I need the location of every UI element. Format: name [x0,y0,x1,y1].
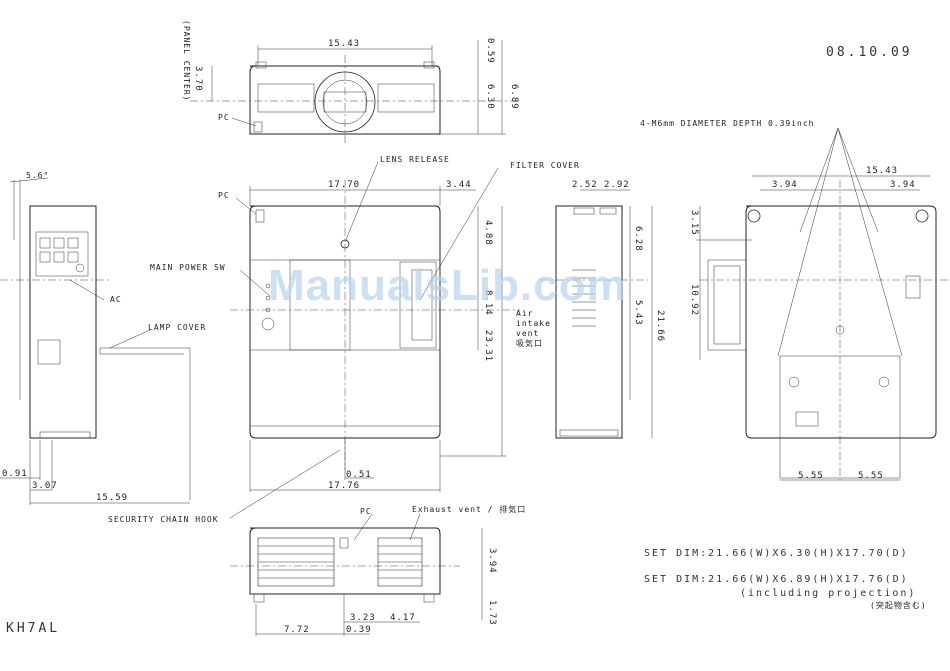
dim-side-h3: 21.66 [655,310,665,342]
label-pc-bottom: PC [360,507,372,516]
dim-bottom-w2: 3.94 [890,180,916,190]
right-side-view: 2.52 2.92 6.28 5.43 21.66 Air intake ven… [516,180,665,439]
dim-side-h1: 6.28 [633,226,643,252]
dim-top-h3: 6.89 [509,84,519,110]
dim-front-h3: 23.31 [483,330,493,362]
label-lamp-cover: LAMP COVER [148,323,206,332]
dim-top-width: 15.43 [328,39,360,49]
label-screw-holes: 4-M6mm DIAMETER DEPTH 0.39inch [640,119,815,128]
dim-top-h1: 0.59 [485,38,495,64]
label-ac: AC [110,295,122,304]
dim-panel-center: 3.70 [193,66,203,92]
front-view: 17.70 3.44 4.88 8.14 23.31 0.51 17.76 LE… [108,155,580,524]
dim-side-h2: 5.43 [633,300,643,326]
set-dim-line1: SET DIM:21.66(W)X6.30(H)X17.70(D) [644,548,909,559]
label-air-line1: Air [516,309,533,318]
dim-rear-w4: 0.39 [346,625,372,635]
set-dim-line4: (突起物含む) [870,600,927,610]
dim-front-h2: 8.14 [483,290,493,316]
label-main-power-sw: MAIN POWER SW [150,263,226,272]
dim-bottom-offset: 3.15 [689,210,699,236]
dim-rear-h1: 3.94 [487,548,497,574]
dim-front-right: 3.44 [446,180,472,190]
left-side-view: 5.6° AC LAMP COVER 0.91 3.07 15.59 [0,171,206,505]
dim-side-w2: 2.92 [604,180,630,190]
label-filter-cover: FILTER COVER [510,161,580,170]
bottom-view: 4-M6mm DIAMETER DEPTH 0.39inch 15.43 3.9… [640,119,948,481]
dim-side-angle: 5.6° [26,171,49,180]
rear-view: PC Exhaust vent / 排気口 3.94 1.73 3.23 4.1… [230,504,526,636]
dim-rear-w3: 7.72 [284,625,310,635]
label-panel-center: (PANEL CENTER) [182,20,191,101]
dim-bottom-w4: 5.55 [858,471,884,481]
dim-rear-w2: 4.17 [390,613,416,623]
dim-left-bottom3: 15.59 [96,493,128,503]
label-lens-release: LENS RELEASE [380,155,450,164]
dim-rear-h2: 1.73 [487,600,497,626]
set-dim-line3: (including projection) [740,588,916,599]
label-air-line2: intake [516,319,551,328]
label-pc-top: PC [218,113,230,122]
label-exhaust-vent: Exhaust vent / 排気口 [412,504,526,514]
dim-bottom-w3: 5.55 [798,471,824,481]
dim-front-bottom-width: 17.76 [328,481,360,491]
dim-front-width: 17.70 [328,180,360,190]
dim-left-bottom1: 0.91 [2,469,28,479]
watermark: ManualsLib.com [268,261,627,310]
label-pc-front: PC [218,191,230,200]
drawing-date: 08.10.09 [826,45,913,60]
model-number: KH7AL [6,621,60,636]
label-air-line3: vent [516,329,539,338]
dim-left-bottom2: 3.07 [32,481,58,491]
dim-bottom-w1: 3.94 [772,180,798,190]
dim-front-h1: 4.88 [483,220,493,246]
dim-bottom-width: 15.43 [866,166,898,176]
dim-bottom-h: 10.92 [689,284,699,316]
dim-side-w1: 2.52 [572,180,598,190]
dim-front-bottom-offset: 0.51 [346,470,372,480]
top-view: 15.43 0.59 6.30 6.89 (PANEL CENTER) 3.70… [182,20,520,145]
dim-top-h2: 6.30 [485,84,495,110]
label-security-chain-hook: SECURITY CHAIN HOOK [108,515,219,524]
label-air-line4: 吸気口 [516,338,543,348]
set-dim-line2: SET DIM:21.66(W)X6.89(H)X17.76(D) [644,574,909,585]
dim-rear-w1: 3.23 [350,613,376,623]
